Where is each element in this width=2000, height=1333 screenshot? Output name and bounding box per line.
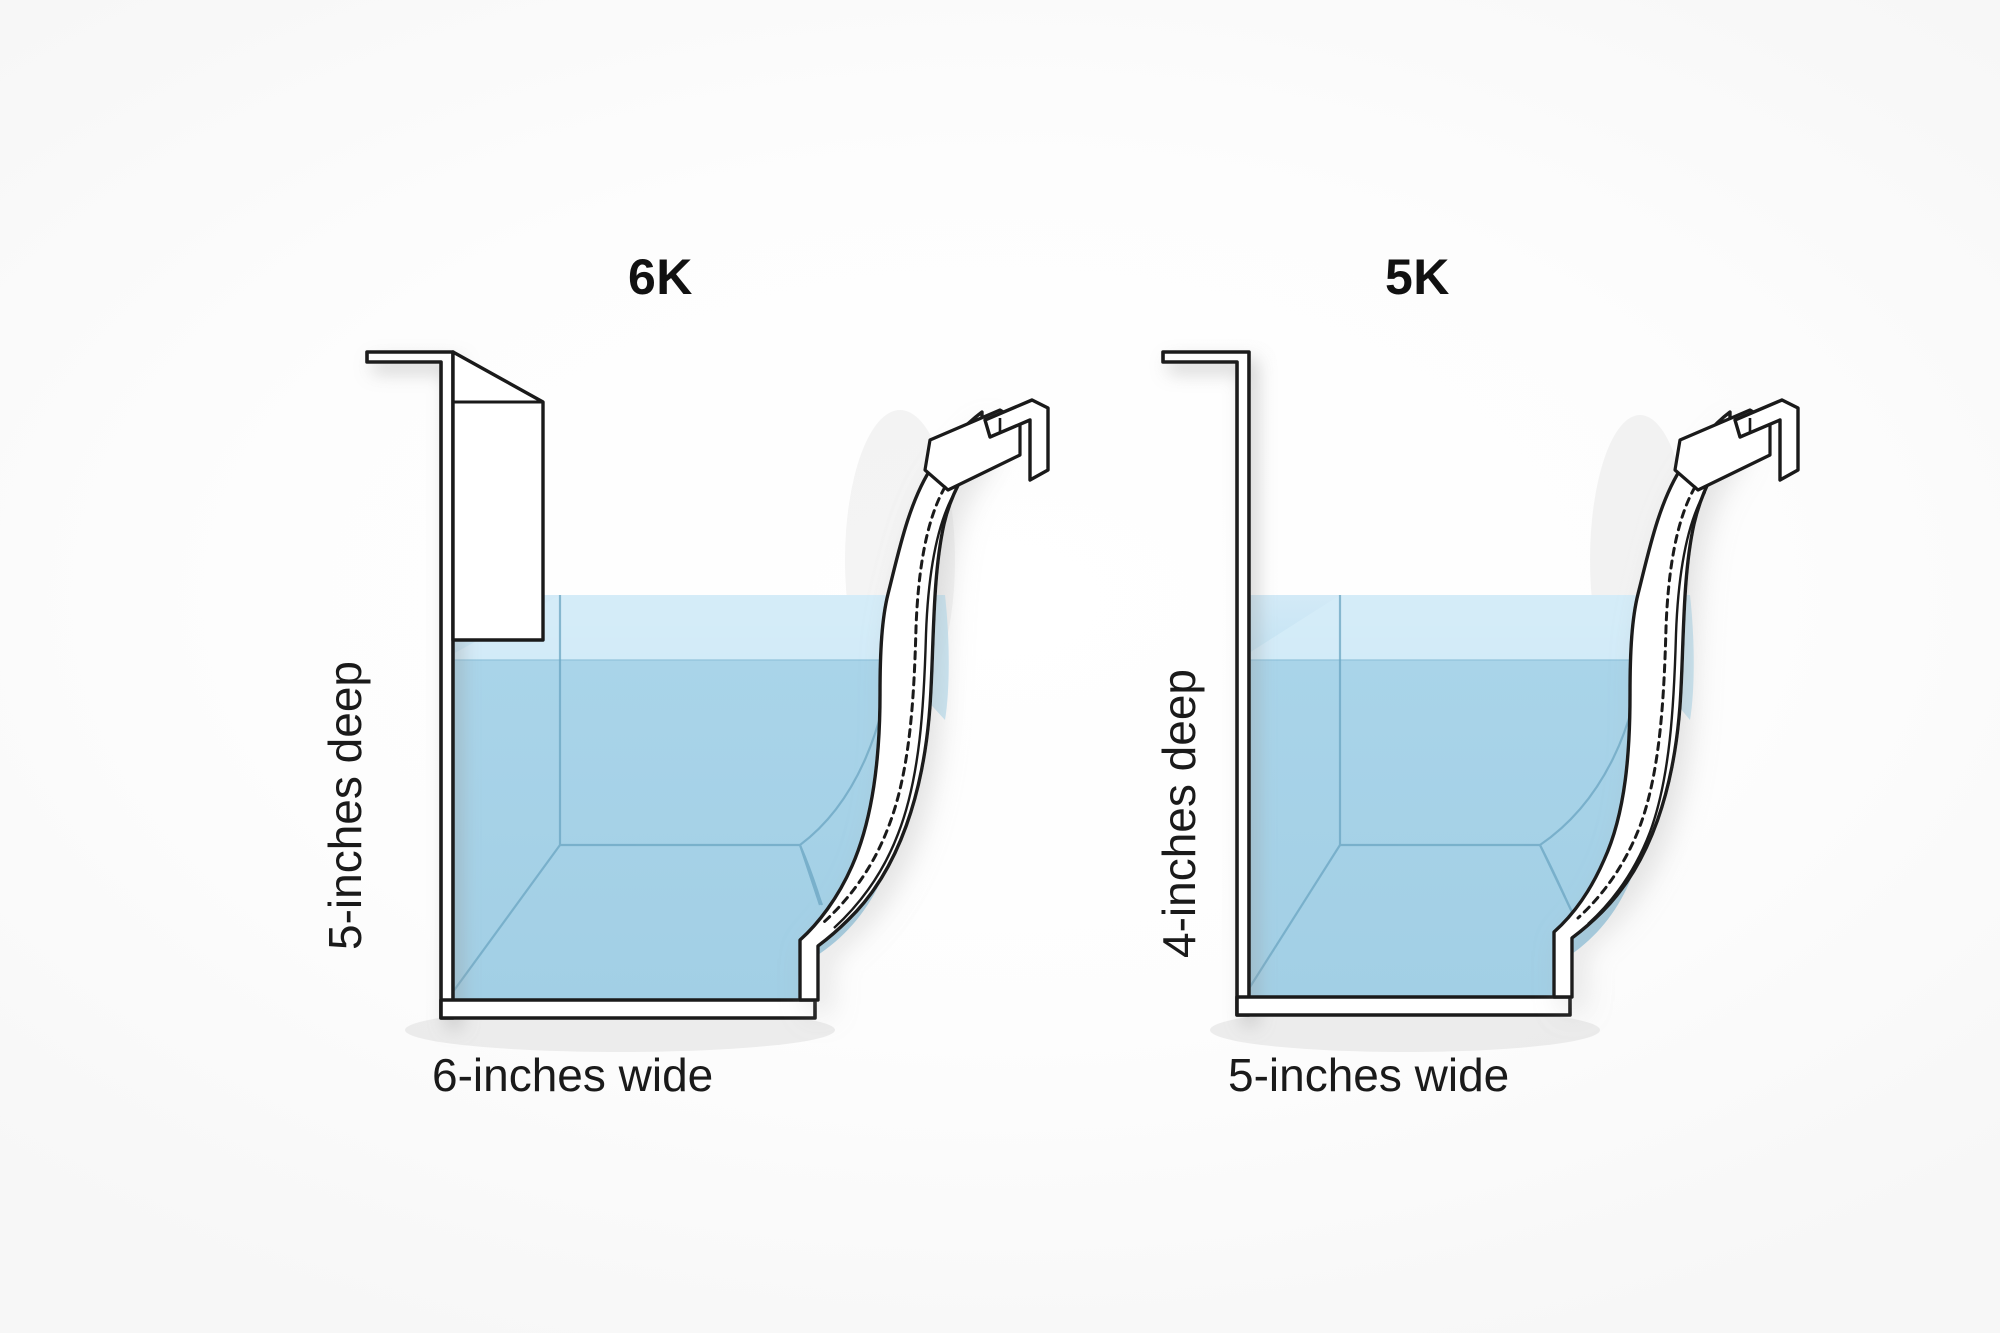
gutter-5k-ambient-shadow <box>1210 415 1690 1052</box>
gutter-5k-water <box>1238 595 1694 1002</box>
gutter-6k-bottom-pan <box>439 998 817 1020</box>
gutter-6k-water <box>442 595 949 1005</box>
gutter-6k-inner-wall-line <box>833 491 957 929</box>
gutter-5k-size-label: 5K <box>1385 249 1450 305</box>
gutter-6k-interior-lines <box>446 595 892 1001</box>
gutter-5k-inner-wall-line <box>1587 491 1707 925</box>
gutter-5k-ogee-front <box>1552 410 1732 999</box>
gutter-6k-ambient-shadow <box>405 410 955 1052</box>
gutter-5k-back-wall <box>1161 350 1251 1017</box>
gutter-5k-top-lip <box>1673 398 1800 492</box>
gutter-5k-inner-wall-hatch <box>1576 485 1697 920</box>
gutter-6k-back-wall <box>365 350 455 1020</box>
gutter-6k-top-lip <box>923 398 1050 492</box>
gutter-5k-interior-lines <box>1242 595 1642 999</box>
gutter-6k-depth-label: 5-inches deep <box>319 661 371 950</box>
gutter-6k-ogee-front <box>798 410 984 1002</box>
gutter-6k-inner-wall-hatch <box>822 485 947 924</box>
gutter-5k-depth-label: 4-inches deep <box>1153 669 1205 958</box>
gutter-6k-size-label: 6K <box>628 249 693 305</box>
gutter-5k-width-label: 5-inches wide <box>1228 1049 1510 1101</box>
gutter-6k-width-label: 6-inches wide <box>432 1049 714 1101</box>
gutter-5k-bottom-pan <box>1235 995 1572 1017</box>
gutter-6k-back-flange <box>451 350 545 642</box>
